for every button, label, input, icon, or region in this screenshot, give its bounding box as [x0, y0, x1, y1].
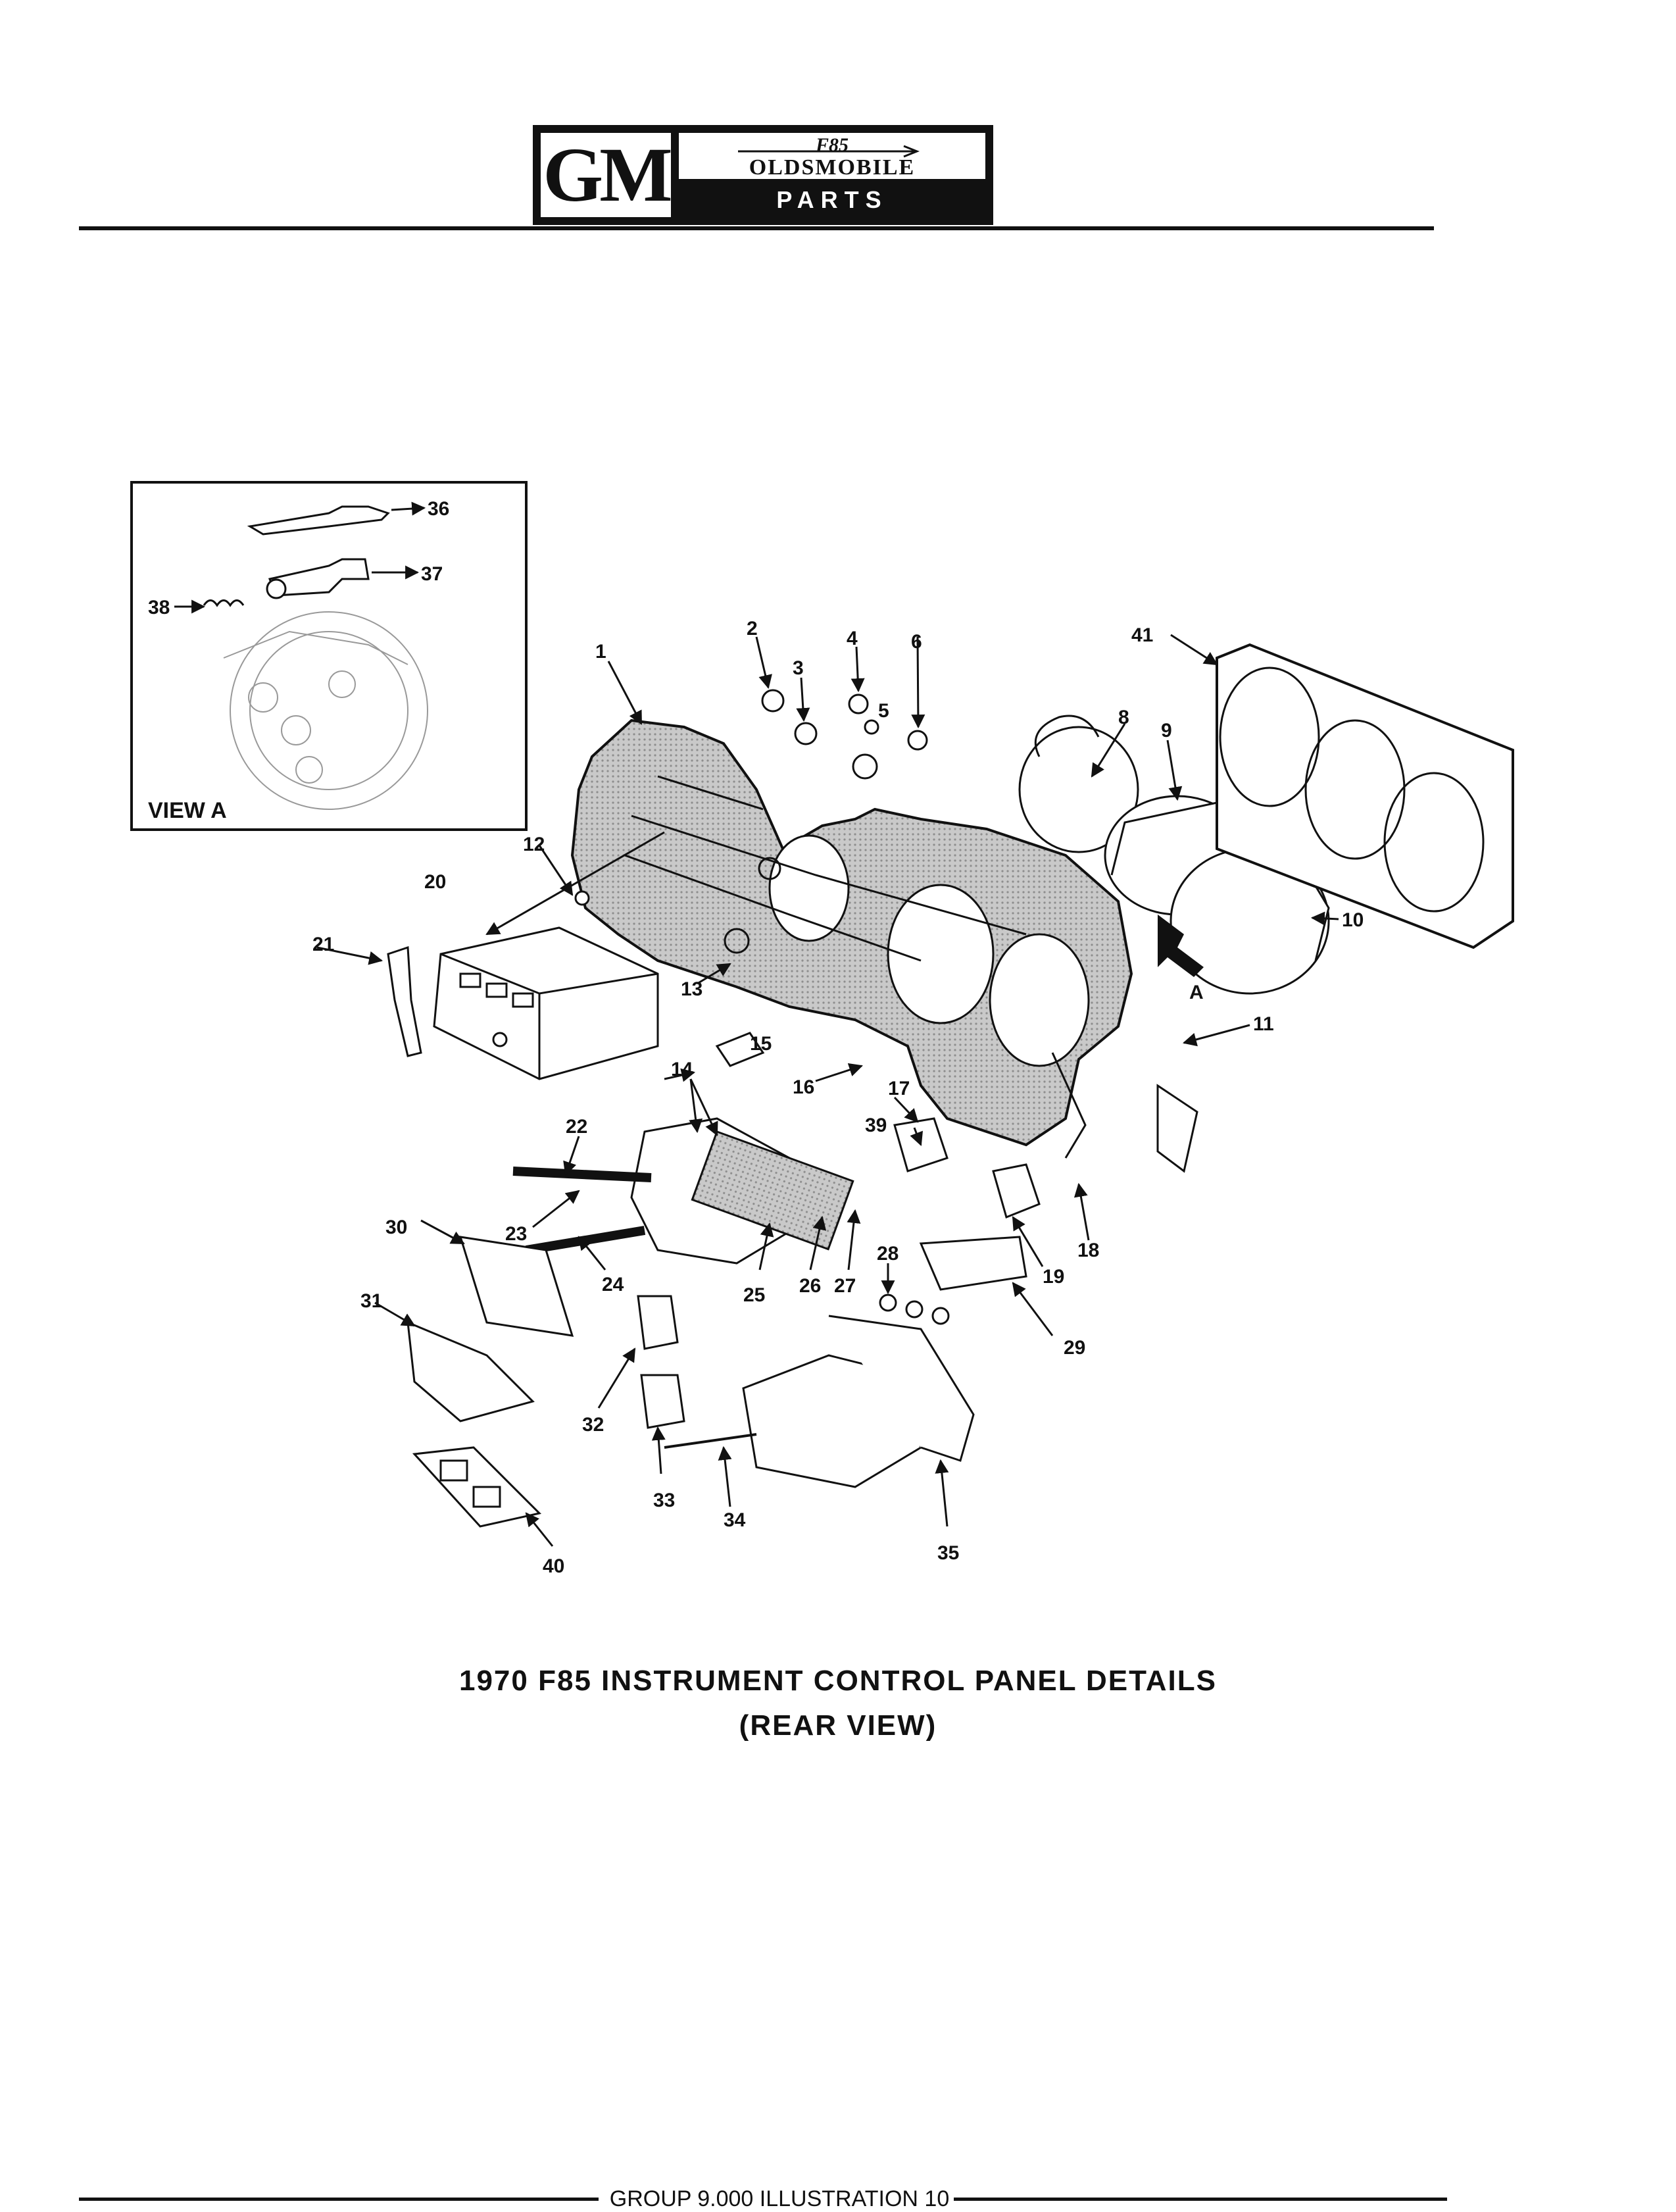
callout-37: 37: [421, 563, 443, 585]
instrument-panel-carrier: [570, 718, 1133, 1159]
page-footer: GROUP 9.000 ILLUSTRATION 10: [79, 2186, 1447, 2212]
callout-14: 14: [671, 1059, 693, 1080]
callout-21: 21: [312, 934, 334, 955]
callout-2: 2: [747, 618, 758, 640]
radio-receiver: [433, 926, 659, 1080]
instrument-bezel: [1216, 643, 1514, 949]
callout-23: 23: [505, 1223, 527, 1245]
callout-4: 4: [847, 628, 858, 649]
illustration-title: 1970 F85 INSTRUMENT CONTROL PANEL DETAIL…: [458, 1665, 1217, 1697]
callout-17: 17: [888, 1078, 910, 1099]
callout-36: 36: [428, 498, 449, 520]
radio-bracket: [387, 945, 422, 1057]
callout-31: 31: [360, 1290, 382, 1312]
arrow-label: A: [1189, 982, 1204, 1003]
callout-22: 22: [566, 1116, 587, 1138]
footer-text: GROUP 9.000 ILLUSTRATION 10: [609, 2186, 950, 2211]
catalogue-title: PARTS CATALOGUE: [729, 186, 935, 247]
callout-15: 15: [750, 1033, 772, 1055]
control-switches: [637, 1295, 975, 1488]
view-a-label: VIEW A: [148, 798, 227, 823]
callout-9: 9: [1161, 720, 1172, 742]
callout-28: 28: [877, 1243, 899, 1265]
footer-rule-right: [954, 2198, 1447, 2201]
callout-38: 38: [148, 597, 170, 618]
callout-26: 26: [799, 1275, 821, 1297]
brand-box: F85 OLDSMOBILE: [679, 133, 985, 180]
callout-10: 10: [1342, 909, 1364, 931]
callout-13: 13: [681, 978, 702, 1000]
catalogue-logo: GM F85 OLDSMOBILE PARTS CATALOGUE: [533, 125, 993, 247]
callout-16: 16: [793, 1076, 814, 1098]
callout-20: 20: [424, 871, 446, 893]
callout-32: 32: [582, 1414, 604, 1436]
callout-35: 35: [937, 1542, 959, 1564]
leader-lines: [174, 501, 1339, 1547]
callout-34: 34: [724, 1509, 746, 1531]
view-arrow-icon: [1158, 915, 1204, 977]
callout-labels: 1 2 3 4 5 6 8 9 10 11 12 13 14 15 16 17 …: [148, 498, 1364, 1577]
callout-1: 1: [595, 641, 606, 663]
callout-6: 6: [911, 631, 922, 653]
gm-logo: GM: [541, 132, 673, 218]
callout-24: 24: [602, 1274, 624, 1295]
callout-5: 5: [878, 700, 889, 722]
small-parts: [574, 689, 1198, 1325]
gauge-cluster: [1018, 715, 1330, 995]
callout-8: 8: [1118, 707, 1129, 728]
heater-control-assembly: [512, 1117, 854, 1265]
callout-30: 30: [385, 1217, 407, 1238]
callout-25: 25: [743, 1284, 765, 1306]
callout-40: 40: [543, 1555, 564, 1577]
callout-11: 11: [1253, 1013, 1274, 1035]
brand-name: OLDSMOBILE: [749, 155, 916, 180]
callout-3: 3: [793, 657, 804, 679]
callout-41: 41: [1131, 624, 1153, 646]
callout-29: 29: [1064, 1337, 1085, 1359]
callout-33: 33: [653, 1490, 675, 1511]
footer-rule-left: [79, 2198, 599, 2201]
callout-27: 27: [834, 1275, 856, 1297]
control-bezels: [407, 1236, 574, 1528]
header-rule: [79, 226, 1434, 230]
callout-18: 18: [1077, 1240, 1099, 1261]
callout-12: 12: [523, 834, 545, 855]
arrow-icon: [738, 145, 920, 158]
callout-39: 39: [865, 1115, 887, 1136]
callout-19: 19: [1043, 1266, 1064, 1288]
illustration-subtitle: (REAR VIEW): [739, 1709, 937, 1742]
view-a-inset: [130, 481, 528, 831]
